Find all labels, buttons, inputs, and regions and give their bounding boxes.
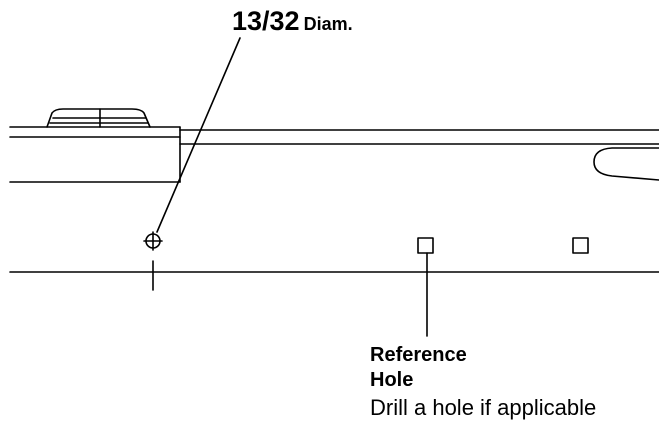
- left-block: [9, 126, 181, 183]
- diameter-unit: Diam.: [303, 14, 353, 34]
- diameter-hole-symbol: [143, 231, 163, 251]
- drill-note: Drill a hole if applicable: [370, 395, 597, 420]
- diameter-value: 13/32: [232, 6, 300, 36]
- reference-hole-label-line1: Reference: [370, 344, 467, 366]
- slot-cutout: [593, 147, 659, 181]
- diameter-leader-line: [156, 37, 241, 233]
- reference-hole-label-line2: Hole: [370, 369, 414, 391]
- square-hole: [572, 237, 589, 254]
- raised-tab: [46, 108, 151, 128]
- body-rails: [179, 129, 659, 145]
- reference-hole-square: [417, 237, 434, 254]
